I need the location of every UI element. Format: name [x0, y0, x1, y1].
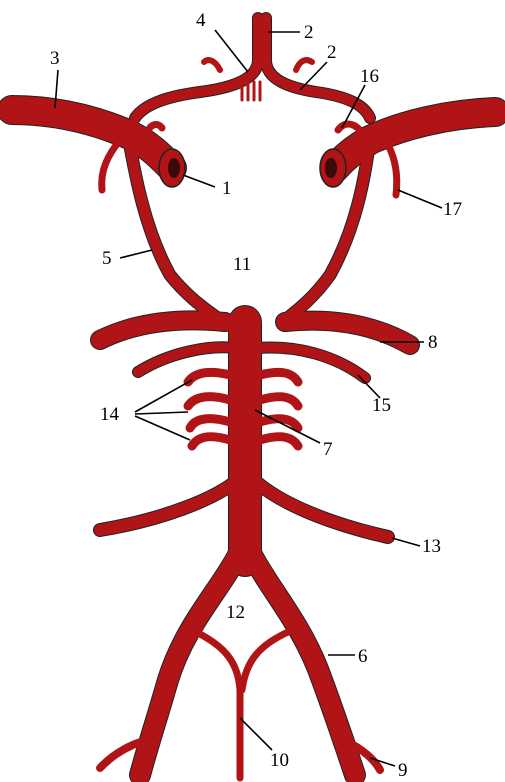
label-4: 4: [196, 10, 206, 31]
label-5: 5: [102, 248, 112, 269]
vessels: [12, 18, 495, 778]
label-10: 10: [270, 750, 289, 771]
middle-cerebral-artery-right: [335, 112, 495, 168]
label-9: 9: [398, 760, 408, 781]
middle-cerebral-artery-left: [12, 110, 172, 168]
label-2-top: 2: [304, 22, 314, 43]
label-14: 14: [100, 404, 120, 425]
anterior-inferior-cerebellar-artery-left: [100, 478, 240, 530]
label-2-right: 2: [327, 42, 337, 63]
label-3: 3: [50, 48, 60, 69]
anterior-cerebral-artery-left: [135, 18, 258, 118]
label-12: 12: [226, 602, 245, 623]
label-11: 11: [233, 254, 251, 275]
label-16: 16: [360, 66, 379, 87]
label-7: 7: [323, 439, 333, 460]
label-6: 6: [358, 646, 368, 667]
label-13: 13: [422, 536, 441, 557]
label-17: 17: [443, 199, 462, 220]
anterior-spinal-artery: [196, 632, 240, 778]
vertebral-artery-left: [140, 555, 238, 775]
anterior-inferior-cerebellar-artery-right: [252, 478, 388, 537]
anterior-cerebral-artery-right: [266, 18, 370, 118]
branch-17: [388, 145, 397, 195]
branch-16: [338, 124, 360, 130]
superior-cerebellar-artery-left: [138, 347, 235, 372]
label-1: 1: [222, 178, 232, 199]
internal-carotid-sections: [159, 149, 346, 187]
label-15: 15: [372, 395, 391, 416]
label-8: 8: [428, 332, 438, 353]
